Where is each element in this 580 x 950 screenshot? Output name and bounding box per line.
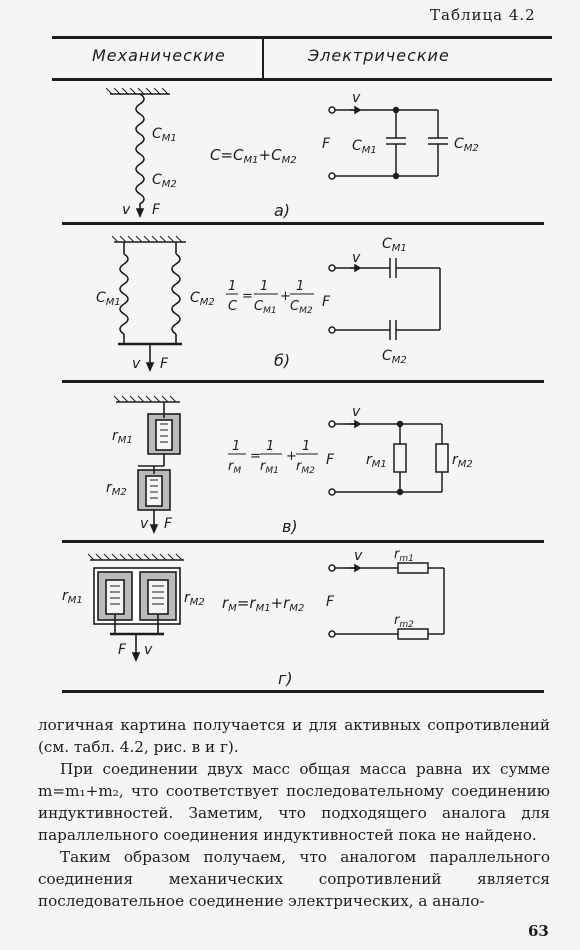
row-g-elec-label-rm2: rm2: [394, 613, 414, 630]
row-a-mech-label-cm1: CM1: [152, 126, 177, 144]
svg-text:+: +: [280, 289, 291, 304]
row-a-elec-label-f: F: [322, 136, 331, 152]
header-column-divider: [262, 38, 264, 78]
svg-text:CM2: CM2: [290, 299, 313, 316]
row-g-mech-label-v: v: [144, 642, 153, 658]
svg-text:1: 1: [232, 439, 240, 454]
row-g-formula: rM=rM1+rM2: [222, 594, 304, 614]
row-v-mech-label-rm1: rM1: [112, 428, 133, 446]
svg-text:+: +: [286, 449, 297, 464]
row-b-elec-label-cm1: CM1: [382, 236, 407, 254]
row-g-elec-label-v: v: [354, 548, 363, 564]
body-text: логичная картина получается и для активн…: [38, 714, 550, 912]
row-v-elec-label-f: F: [326, 452, 335, 468]
row-a-mech-label-cm2: CM2: [152, 172, 177, 190]
row-b-formula: 1 C = 1 CM1 + 1 CM2: [226, 279, 314, 316]
row-v-mech-label-f: F: [164, 516, 173, 532]
svg-text:rM1: rM1: [260, 459, 279, 476]
row-g-elec-label-f: F: [326, 594, 335, 610]
row-a-diagram: CM1 CM2 v F C=CM1+CM2 v F CM1 CM2 а): [105, 87, 479, 220]
row-b-mech-label-v: v: [132, 356, 141, 372]
svg-text:rM2: rM2: [296, 459, 315, 476]
row-g-mechanical-dampers-parallel: [87, 553, 184, 663]
row-g-diagram: rM1 rM2 F v rM=rM1+rM2 v F rm1 rm2 г): [62, 547, 445, 688]
svg-text:1: 1: [228, 279, 236, 294]
row-divider-3: [62, 540, 544, 543]
row-b-mech-label-cm2: CM2: [190, 290, 215, 308]
row-a-letter: а): [274, 201, 290, 220]
row-g-electrical-circuit: [328, 562, 445, 640]
row-a-elec-label-cm1: CM1: [352, 138, 377, 156]
svg-text:rM: rM: [228, 459, 241, 476]
svg-text:1: 1: [260, 279, 268, 294]
row-b-diagram: CM1 CM2 v F 1 C = 1 CM1 + 1 CM2 v F CM1 …: [96, 235, 441, 373]
row-b-electrical-circuit: [328, 258, 441, 340]
row-v-mechanical-dampers-series: [113, 395, 181, 535]
row-v-mech-label-rm2: rM2: [106, 480, 127, 498]
row-g-letter: г): [278, 669, 293, 688]
row-v-elec-label-v: v: [352, 404, 361, 420]
svg-text:1: 1: [302, 439, 310, 454]
row-g-mech-label-rm2: rM2: [184, 590, 205, 608]
paragraph-2: При соединении двух масс общая масса рав…: [38, 760, 550, 844]
row-b-elec-label-v: v: [352, 250, 361, 266]
table-caption: Таблица 4.2: [430, 6, 536, 24]
svg-text:CM1: CM1: [254, 299, 277, 316]
row-g-elec-label-rm1: rm1: [394, 547, 414, 564]
row-g-mech-label-f: F: [118, 642, 127, 658]
paragraph-3: Таким образом получаем, что аналогом пар…: [38, 848, 550, 910]
row-v-diagram: rM1 rM2 v F 1 rM = 1 rM1 + 1 rM2 v F rM1…: [106, 395, 473, 536]
row-a-elec-label-v: v: [352, 90, 361, 106]
row-b-elec-label-cm2: CM2: [382, 348, 407, 366]
svg-text:1: 1: [296, 279, 304, 294]
row-a-mech-label-v: v: [122, 202, 131, 218]
row-divider-4: [62, 690, 544, 693]
paragraph-1: логичная картина получается и для активн…: [38, 716, 550, 756]
row-v-formula: 1 rM = 1 rM1 + 1 rM2: [228, 439, 318, 476]
svg-text:C: C: [228, 299, 238, 314]
row-b-mech-label-f: F: [160, 356, 169, 372]
header-mechanical: Механические: [92, 46, 226, 65]
row-b-mech-label-cm1: CM1: [96, 290, 121, 308]
header-bottom-rule: [52, 78, 552, 81]
svg-text:1: 1: [266, 439, 274, 454]
row-b-elec-label-f: F: [322, 294, 331, 310]
row-divider-2: [62, 380, 544, 383]
row-a-elec-label-cm2: CM2: [454, 136, 479, 154]
row-a-mech-label-f: F: [152, 202, 161, 218]
svg-text:=: =: [242, 289, 253, 304]
row-v-electrical-circuit: [328, 419, 449, 496]
header-top-rule: [52, 36, 552, 39]
row-v-letter: в): [282, 517, 298, 536]
row-v-mech-label-v: v: [140, 516, 149, 532]
row-a-electrical-circuit: [328, 105, 448, 180]
row-v-elec-label-rm1: rM1: [366, 452, 387, 470]
header-electrical: Электрические: [308, 46, 450, 65]
row-divider-1: [62, 222, 544, 225]
svg-text:=: =: [250, 449, 261, 464]
page-number: 63: [528, 922, 549, 940]
row-a-formula: C=CM1+CM2: [210, 146, 297, 166]
row-v-elec-label-rm2: rM2: [452, 452, 473, 470]
row-g-mech-label-rm1: rM1: [62, 588, 83, 606]
row-b-mechanical-parallel-springs: [111, 235, 186, 373]
row-b-letter: б): [274, 351, 290, 370]
row-a-mechanical-spring-series: [105, 87, 170, 219]
